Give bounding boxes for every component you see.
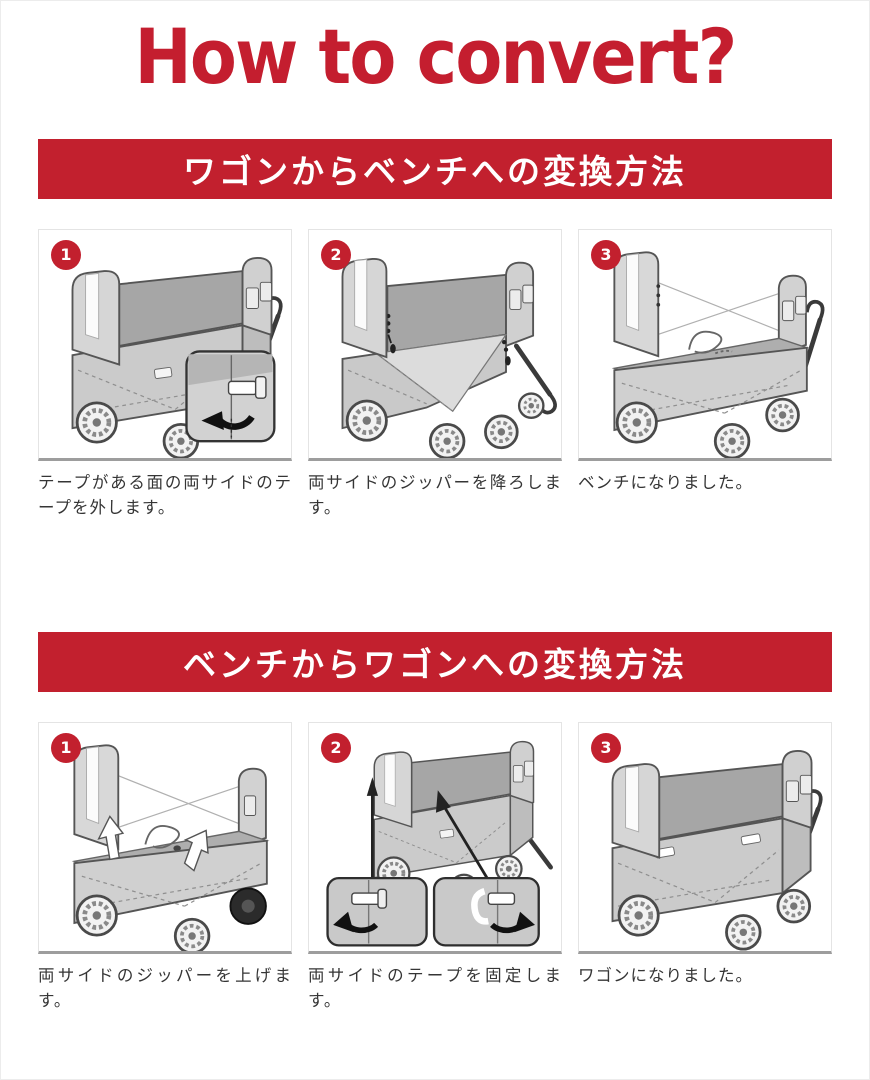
section-banner-wagon-to-bench: ワゴンからベンチへの変換方法: [38, 138, 832, 199]
step-caption: ベンチになりました。: [578, 472, 753, 492]
step-number-badge: 2: [321, 239, 351, 270]
tape-fix-callout-left: [326, 876, 428, 947]
steps-row-bench-to-wagon: 1 両サ: [38, 721, 832, 1037]
step-caption: 両サイドのジッパーを上げます。: [38, 965, 292, 1011]
section-banner-bench-to-wagon: ベンチからワゴンへの変換方法: [38, 631, 832, 692]
step-caption: テープがある面の両サイドのテープを外します。: [38, 472, 292, 518]
step-cell: 1: [38, 228, 292, 544]
step-cell: 2: [308, 721, 562, 1037]
page-title: How to convert?: [134, 12, 737, 101]
tape-callout-inset: [185, 350, 276, 443]
step-number-badge: 3: [591, 732, 621, 763]
step-number-badge: 3: [591, 239, 621, 270]
step-panel: 2: [308, 228, 562, 461]
bench-zippers-raised-arrows-illustration: [71, 744, 270, 951]
step-panel: 2: [308, 721, 562, 954]
black-wheel: [229, 887, 267, 925]
step-number-badge: 1: [51, 239, 81, 270]
step-cell: 1 両サ: [38, 721, 292, 1037]
step-cell: 2: [308, 228, 562, 544]
step-panel: 3: [578, 228, 832, 461]
step-caption: ワゴンになりました。: [578, 965, 753, 985]
step-cell: 3: [578, 721, 832, 1037]
step-panel: 3: [578, 721, 832, 954]
step-caption: 両サイドのテープを固定します。: [308, 965, 562, 1011]
step-number-badge: 2: [321, 732, 351, 763]
wagon-tape-fastening-callouts-illustration: [326, 740, 553, 947]
wagon-with-tape-detail-callout-illustration: [71, 256, 283, 458]
step-caption: 両サイドのジッパーを降ろします。: [308, 472, 562, 518]
steps-row-wagon-to-bench: 1: [38, 228, 832, 544]
pull-up-arrow: [183, 829, 209, 872]
converted-wagon-illustration: [611, 749, 823, 951]
converted-bench-illustration: [611, 251, 825, 458]
wagon-side-lowered-by-zipper-illustration: [341, 257, 557, 458]
step-panel: 1: [38, 228, 292, 461]
step-panel: 1: [38, 721, 292, 954]
tape-fix-callout-right: [432, 876, 540, 947]
pull-up-arrow: [97, 814, 125, 861]
step-number-badge: 1: [51, 732, 81, 763]
step-cell: 3: [578, 228, 832, 544]
